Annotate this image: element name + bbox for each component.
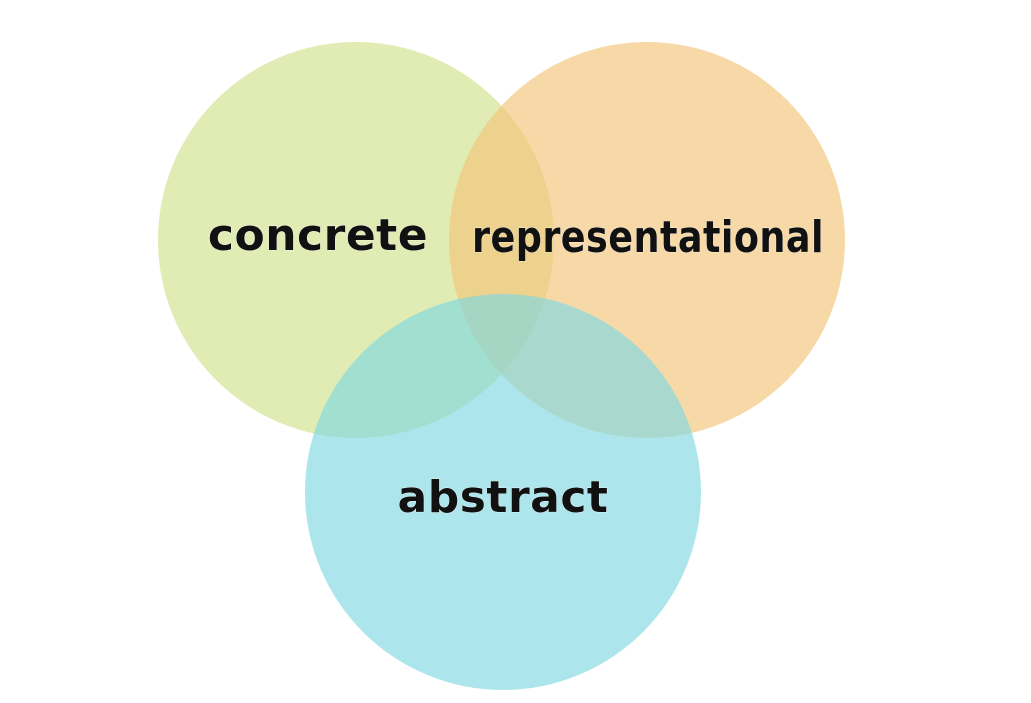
label-abstract: abstract [398, 472, 609, 523]
label-representational: representational [472, 212, 824, 263]
label-concrete: concrete [208, 210, 428, 261]
circle-abstract [305, 294, 701, 690]
